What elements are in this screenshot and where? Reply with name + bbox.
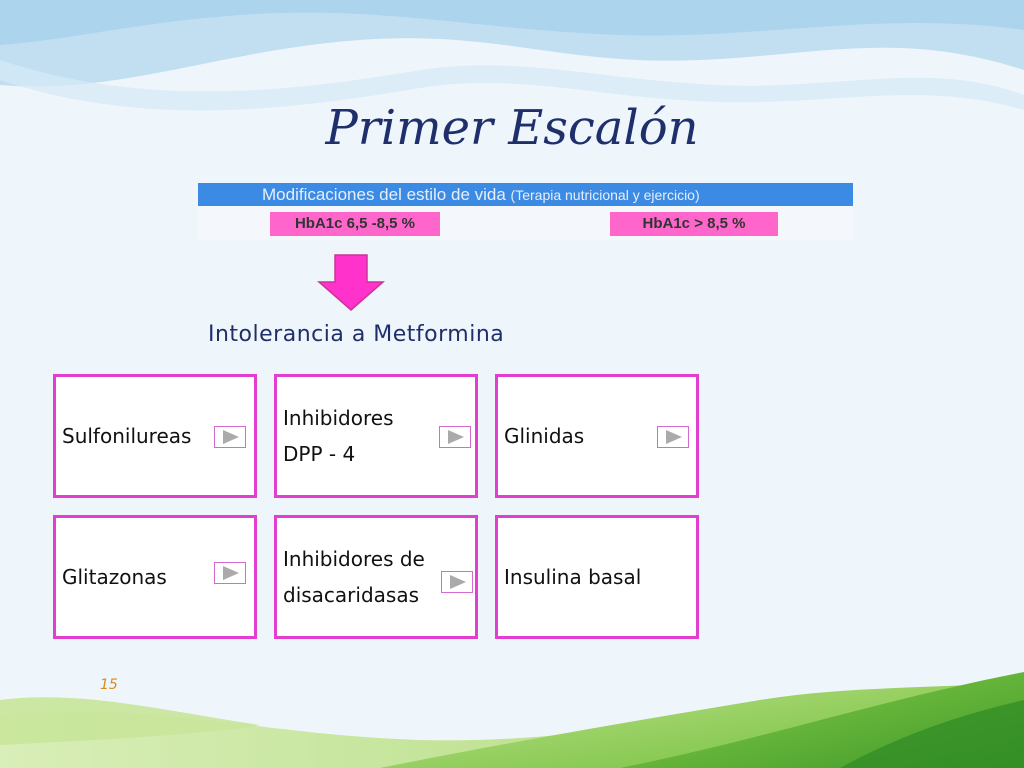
option-label-line1: Insulina basal [504,565,642,589]
option-label-line1: Inhibidores de [283,547,425,571]
play-button[interactable] [441,571,473,593]
lifestyle-header: Modificaciones del estilo de vida (Terap… [198,183,853,206]
option-label: Inhibidores de disacaridasas [283,541,463,613]
option-label: Glitazonas [62,559,167,595]
option-card-glinidas[interactable]: Glinidas [495,374,699,498]
option-card-sulfonilureas[interactable]: Sulfonilureas [53,374,257,498]
play-icon [223,430,239,444]
play-button[interactable] [657,426,689,448]
option-label: Inhibidores DPP - 4 [283,400,463,472]
lifestyle-modification-table: Modificaciones del estilo de vida (Terap… [198,183,853,240]
option-card-inhibidores-disacaridasas[interactable]: Inhibidores de disacaridasas [274,515,478,639]
option-card-inhibidores-dpp4[interactable]: Inhibidores DPP - 4 [274,374,478,498]
play-icon [223,566,239,580]
page-number: 15 [100,677,118,693]
option-label: Sulfonilureas [62,418,191,454]
option-card-glitazonas[interactable]: Glitazonas [53,515,257,639]
play-icon [666,430,682,444]
option-label-line1: Glinidas [504,424,585,448]
option-label-line2: disacaridasas [283,583,420,607]
option-label-line2: DPP - 4 [283,442,356,466]
intolerance-label: Intolerancia a Metformina [208,322,505,347]
down-arrow-icon [317,254,385,311]
slide-title: Primer Escalón [325,100,699,156]
option-label-line1: Glitazonas [62,565,167,589]
option-card-insulina-basal[interactable]: Insulina basal [495,515,699,639]
play-icon [448,430,464,444]
option-label: Glinidas [504,418,584,454]
play-button[interactable] [439,426,471,448]
lifestyle-header-main: Modificaciones del estilo de vida [262,185,506,204]
option-label-line1: Sulfonilureas [62,424,192,448]
option-label-line1: Inhibidores [283,406,394,430]
hba1c-high-badge: HbA1c > 8,5 % [610,212,778,236]
play-icon [450,575,466,589]
option-label: Insulina basal [504,559,641,595]
lifestyle-header-sub: (Terapia nutricional y ejercicio) [510,187,700,203]
play-button[interactable] [214,562,246,584]
hba1c-range-badge: HbA1c 6,5 -8,5 % [270,212,440,236]
play-button[interactable] [214,426,246,448]
